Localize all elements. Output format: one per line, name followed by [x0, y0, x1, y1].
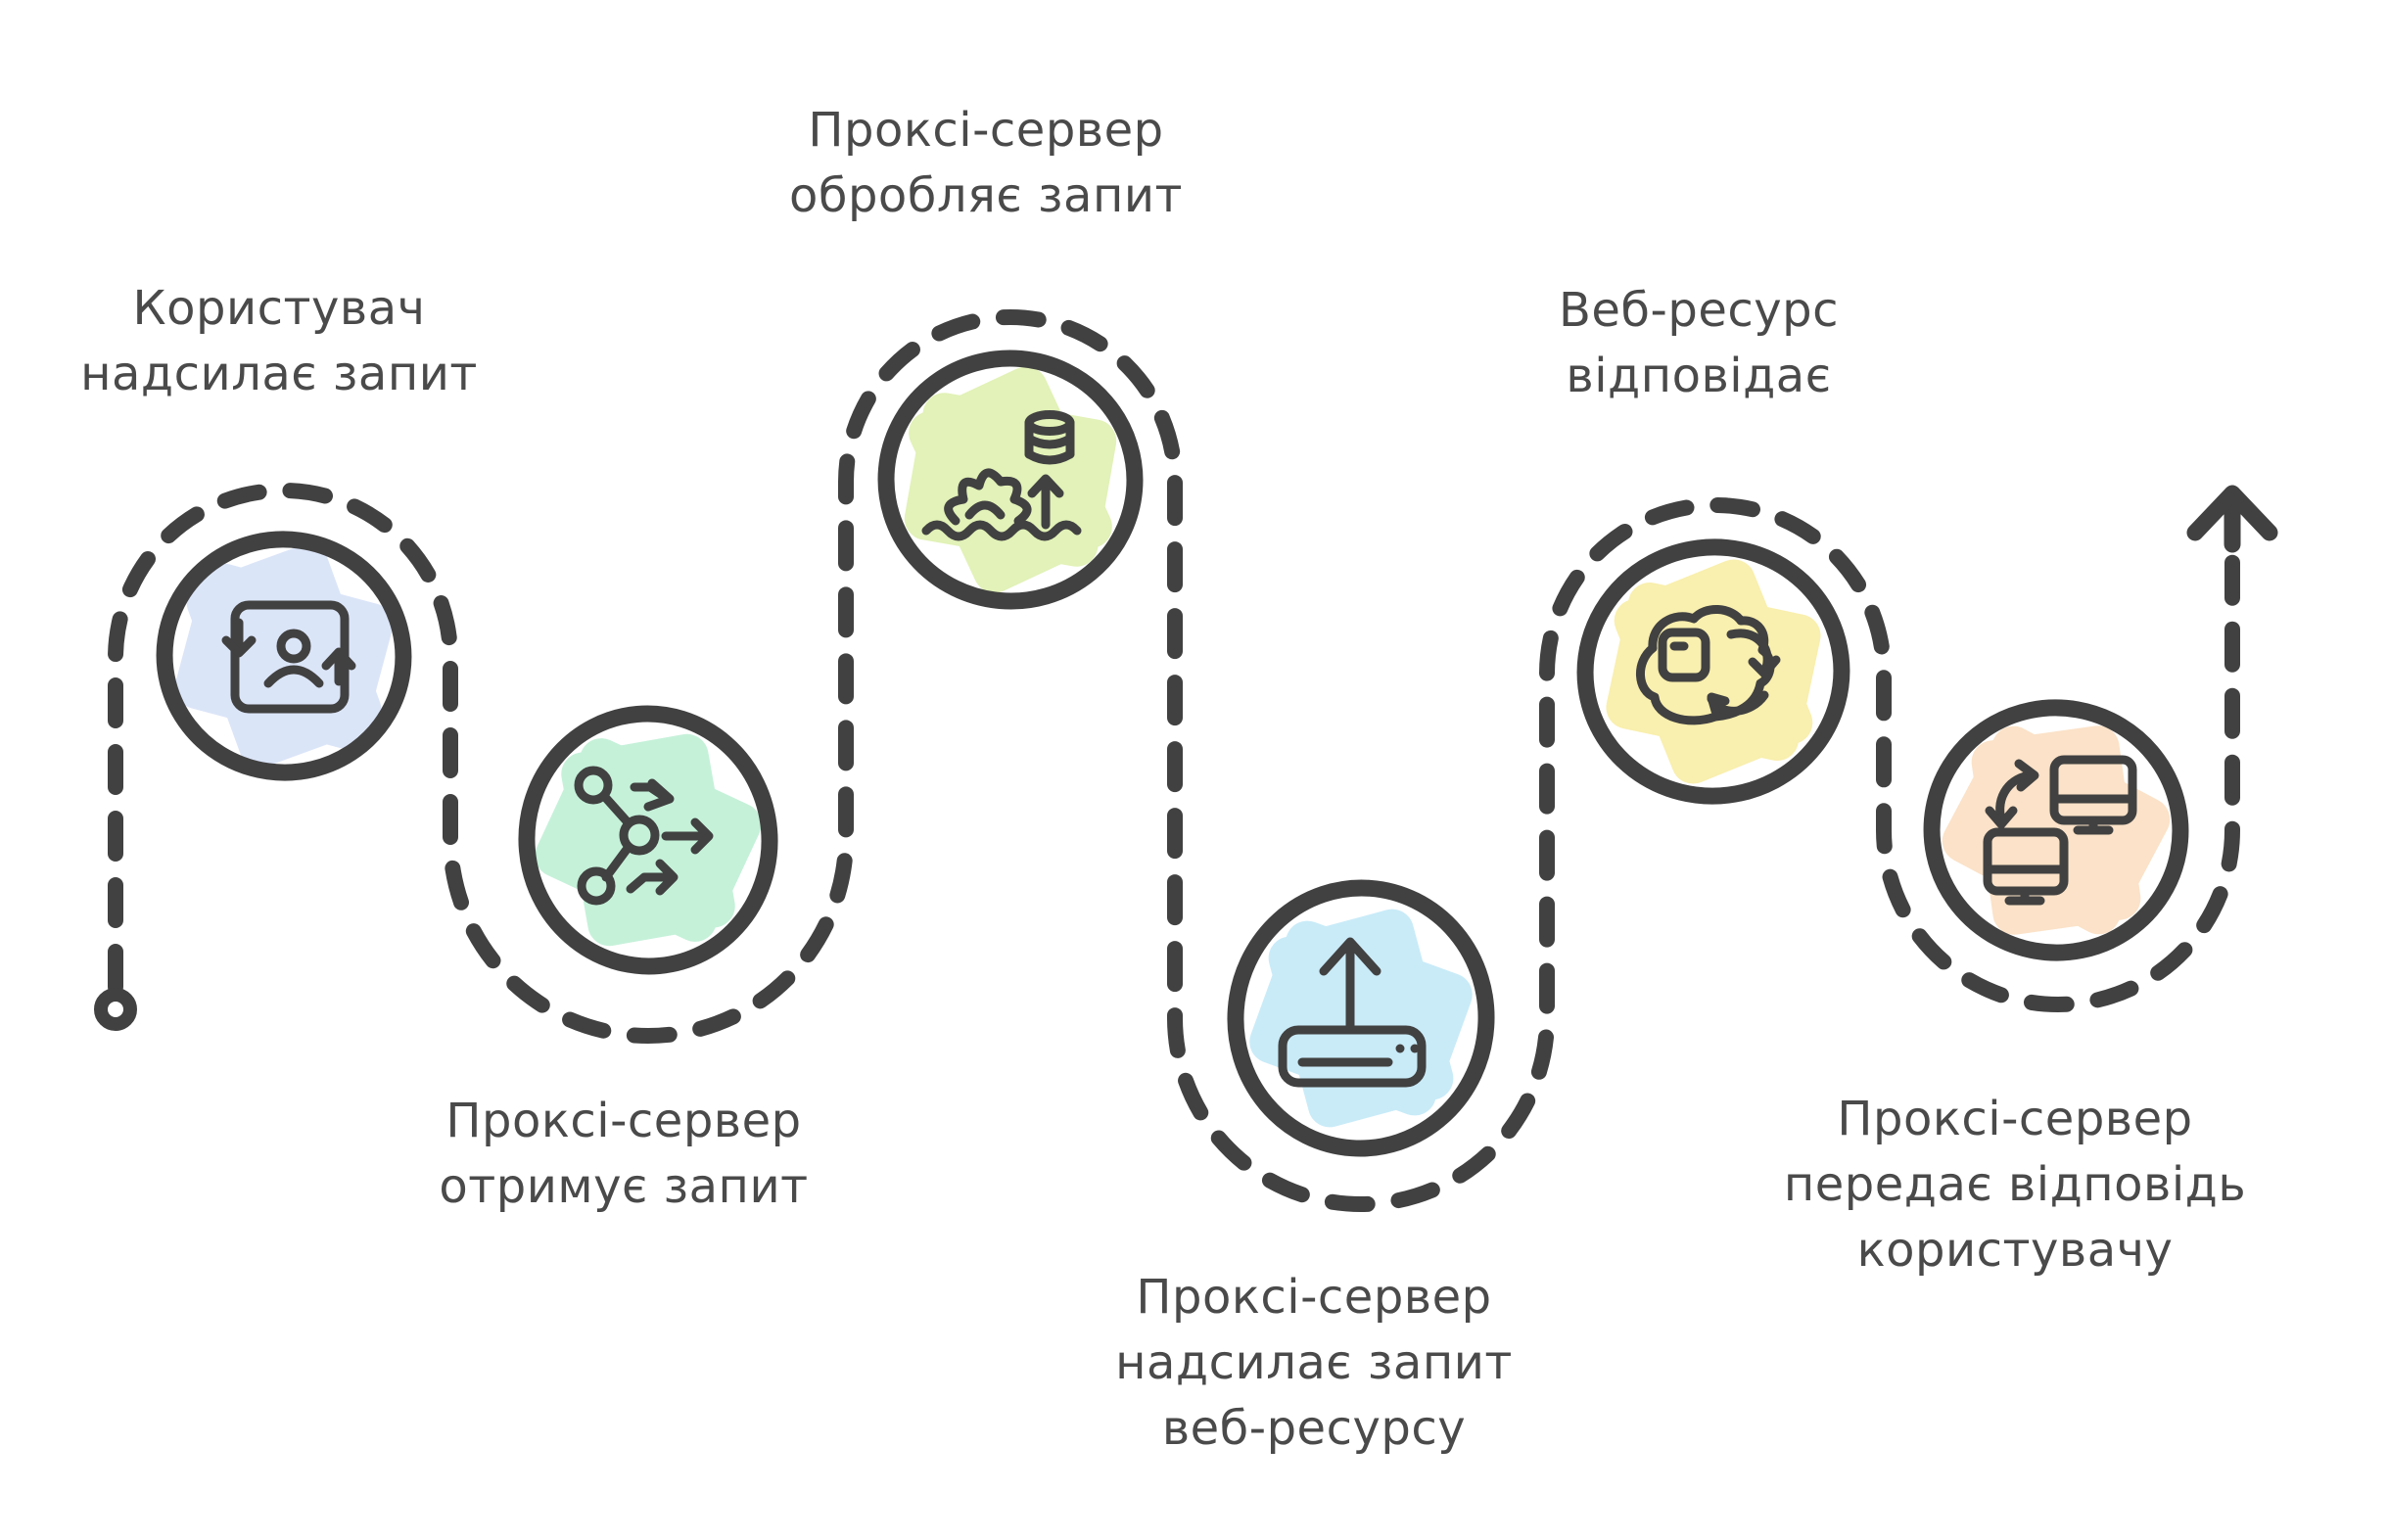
label-step-6: Проксі-сервер передає відповідь користув… — [1783, 1092, 2247, 1278]
share-network-icon — [574, 766, 714, 906]
accent-splat — [1606, 559, 1821, 784]
label-step-5: Веб-ресурс відповідає — [1558, 283, 1840, 403]
server-upload-icon — [1278, 937, 1427, 1088]
devices-exchange-icon — [1983, 755, 2137, 906]
flow-path — [108, 309, 2240, 1212]
user-request-icon — [221, 600, 356, 714]
label-step-1: Користувач надсилає запит — [80, 281, 478, 401]
start-ring-icon — [94, 988, 137, 1031]
data-processing-icon — [921, 410, 1082, 541]
step-node-4 — [1227, 879, 1495, 1157]
step-node-3 — [877, 350, 1144, 610]
cloud-sync-icon — [1636, 605, 1781, 725]
label-step-4: Проксі-сервер надсилає запит веб-ресурсу — [1115, 1270, 1513, 1456]
accent-splat — [1249, 909, 1473, 1128]
label-step-3: Проксі-сервер обробляє запит — [788, 103, 1184, 223]
accent-splat — [535, 733, 762, 947]
step-node-1 — [156, 531, 412, 781]
step-node-6 — [1923, 699, 2189, 961]
step-node-2 — [518, 705, 778, 975]
label-step-2: Проксі-сервер отримує запит — [439, 1094, 809, 1214]
step-node-5 — [1576, 538, 1850, 805]
arrow-up-icon — [2186, 485, 2278, 553]
